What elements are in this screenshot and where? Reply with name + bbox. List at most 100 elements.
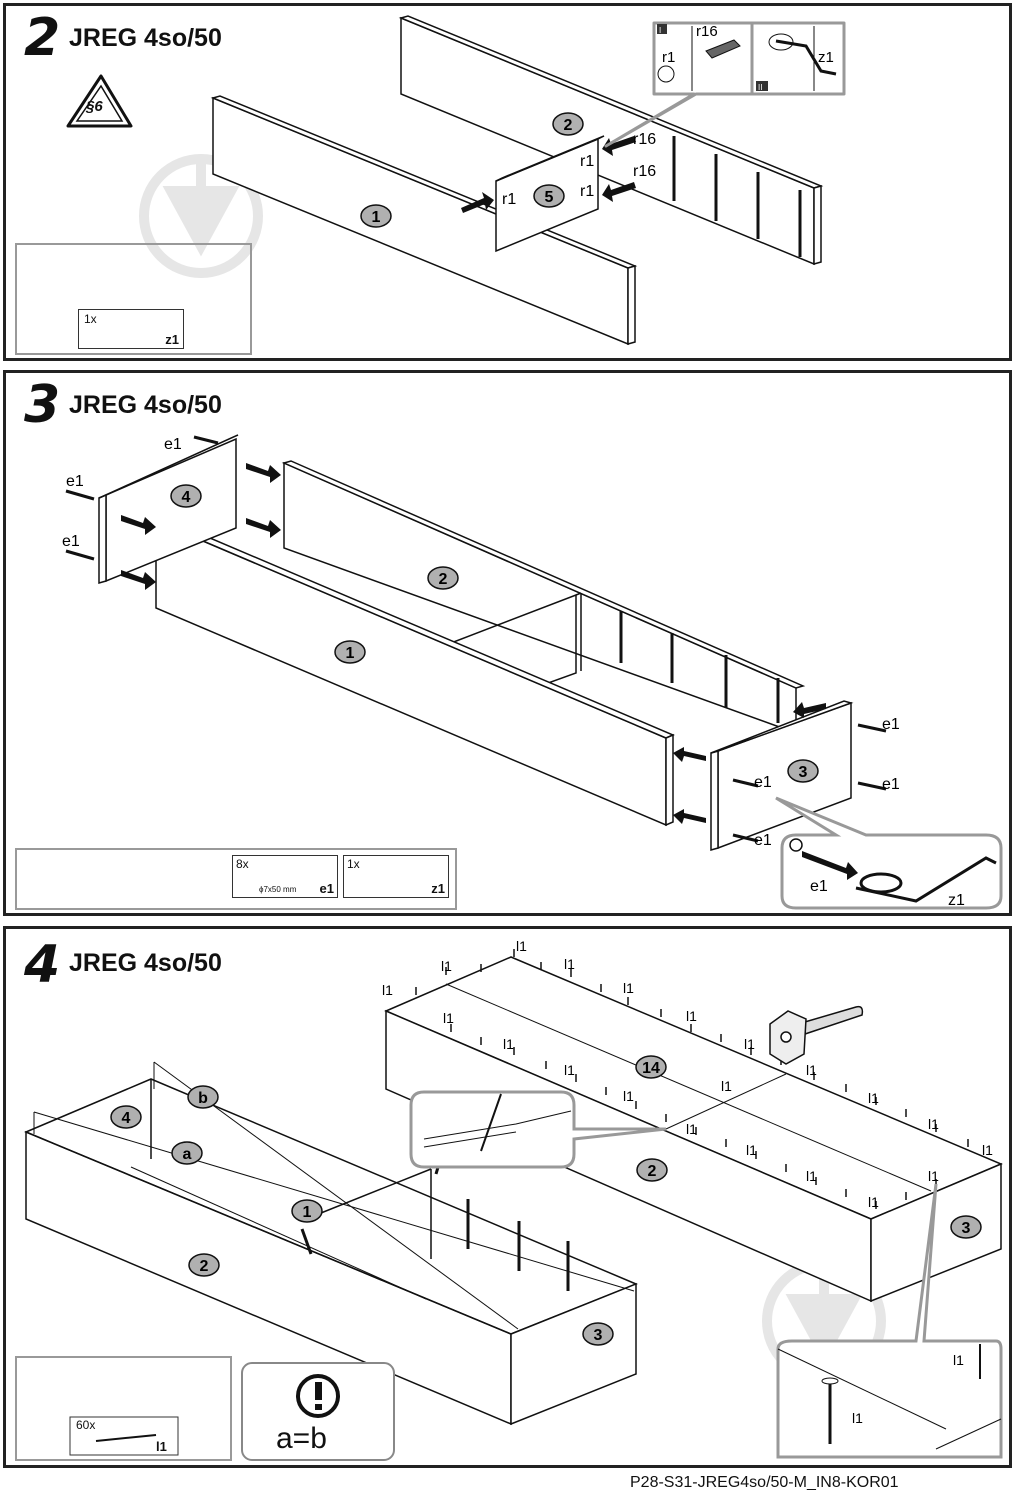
- nail-label-l1: l1: [623, 1088, 634, 1104]
- step-title: JREG 4so/50: [69, 391, 222, 419]
- panel-4-label: 4: [122, 1110, 131, 1127]
- parts-box-frame: [15, 848, 457, 910]
- panel-2-label: 2: [564, 117, 573, 134]
- panel-badges: [360, 112, 584, 228]
- fitting-label-r1: r1: [580, 153, 594, 170]
- nail-label-l1: l1: [868, 1194, 879, 1210]
- nail-label-l1: l1: [806, 1168, 817, 1184]
- nail-label-l1: l1: [564, 1062, 575, 1078]
- fitting-label-e1: e1: [754, 832, 772, 849]
- nail-label-l1: l1: [806, 1062, 817, 1078]
- part-card-allen-key: 1x z1: [78, 309, 184, 349]
- nail-label-l1: l1: [746, 1142, 757, 1158]
- inset-label-z1: z1: [818, 49, 834, 66]
- part-quantity: 60x: [76, 1418, 96, 1432]
- parts-box-frame: [15, 1356, 232, 1461]
- callout-label-e1: e1: [810, 878, 828, 895]
- panel-3-label: 3: [799, 764, 808, 781]
- nail-label-l1: l1: [928, 1168, 939, 1184]
- panel-2-label: 2: [648, 1163, 657, 1180]
- insert-arrows: [121, 463, 826, 824]
- step-3-panel: 4 2 1 3 e1 e1 e1 e1 e1 e1 e1 e1 z1: [3, 370, 1012, 916]
- nail-label-l1: l1: [868, 1090, 879, 1106]
- panel-3-label: 3: [594, 1327, 603, 1344]
- panel-2-label: 2: [439, 571, 448, 588]
- callout-label-z1: z1: [948, 892, 965, 909]
- panel-4-board: [98, 434, 239, 584]
- document-footer-code: P28-S31-JREG4so/50-M_IN8-KOR01: [630, 1474, 899, 1491]
- fitting-label-e1: e1: [66, 473, 84, 490]
- fitting-label-e1: e1: [882, 776, 900, 793]
- nail-label-l1: l1: [686, 1121, 697, 1137]
- nail-label-l1: l1: [852, 1410, 863, 1426]
- step-4-panel: 4 b a 1 2 3 14 2 3 l1 l1 l1 l1 l1 l1 l1 …: [3, 926, 1012, 1468]
- step-number: 4: [24, 935, 61, 995]
- inset-label-r1: r1: [662, 49, 675, 66]
- panel-badges: [110, 1055, 982, 1346]
- inset-label-r16: r16: [696, 23, 718, 40]
- detail-callout: [775, 796, 1003, 910]
- inset-mark-i: I: [659, 26, 661, 35]
- fitting-label-e1: e1: [882, 716, 900, 733]
- panel-badges: [170, 484, 819, 783]
- nail-label-l1: l1: [744, 1036, 755, 1052]
- parts-box-frame: [15, 243, 252, 355]
- nail-label-l1: l1: [441, 958, 452, 974]
- fitting-label-e1: e1: [62, 533, 80, 550]
- step-number: 3: [24, 375, 61, 435]
- fitting-label-r16: r16: [633, 163, 656, 180]
- fitting-label-r16: r16: [633, 131, 656, 148]
- panel-14-label: 14: [642, 1060, 660, 1077]
- nail-marks: [415, 949, 969, 1209]
- inset-mark-ii: II: [758, 83, 762, 92]
- step-number: 2: [24, 8, 61, 68]
- detail-inset: I II r16 r1 z1: [604, 21, 846, 148]
- part-card-allen-key: 1x z1: [343, 855, 449, 898]
- note-warning-icon: [241, 1362, 395, 1461]
- detail-callout: [409, 1090, 667, 1169]
- hammer-icon: [769, 1005, 864, 1065]
- nail-label-l1: l1: [686, 1008, 697, 1024]
- part-quantity: 8x: [236, 857, 249, 871]
- panel-1-board: [154, 517, 675, 827]
- step-2-panel: 1 2 5 r1 r1 r1 r16 r16 I II r16 r1 z1: [3, 3, 1012, 361]
- part-quantity: 1x: [84, 312, 97, 326]
- panel-3-label: 3: [962, 1220, 971, 1237]
- nail-label-l1: l1: [982, 1142, 993, 1158]
- nail-label-l1: l1: [953, 1352, 964, 1368]
- nail-label-l1: l1: [928, 1116, 939, 1132]
- part-card-screw: 8x ϕ7x50 mm e1: [232, 855, 338, 898]
- fitting-label-r1: r1: [580, 183, 594, 200]
- part-code: l1: [156, 1439, 167, 1454]
- panel-4-label: 4: [182, 489, 191, 506]
- nail-label-l1: l1: [503, 1036, 514, 1052]
- panel-2-label: 2: [200, 1258, 209, 1275]
- panel-2-board: [281, 460, 806, 735]
- fitting-label-e1: e1: [754, 774, 772, 791]
- watermark-download-icon: [139, 154, 263, 278]
- panel-1-label: 1: [372, 209, 381, 226]
- step-title: JREG 4so/50: [69, 949, 222, 977]
- panel-1-label: 1: [346, 645, 355, 662]
- step-3-illustration: 4 2 1 3 e1 e1 e1 e1 e1 e1 e1 e1 z1: [15, 434, 1003, 910]
- nail-label-l1: l1: [443, 1010, 454, 1026]
- nail-label-l1: l1: [564, 956, 575, 972]
- nail-detail-inset: [776, 1183, 1003, 1459]
- note-a-equals-b: a=b: [276, 1422, 327, 1455]
- diagonal-measure-lines: [33, 1061, 635, 1330]
- part-code: e1: [319, 881, 334, 896]
- part-quantity: 1x: [347, 857, 360, 871]
- nail-icon: [95, 1434, 157, 1442]
- step-title: JREG 4so/50: [69, 24, 222, 52]
- nail-label-l1: l1: [516, 938, 527, 954]
- paragraph-sign: §6: [86, 98, 103, 115]
- nail-label-l1: l1: [721, 1078, 732, 1094]
- part-code: z1: [431, 881, 445, 896]
- open-cabinet: [24, 1078, 638, 1426]
- panel-3-board: [710, 700, 854, 851]
- diagonal-b-label: b: [198, 1090, 208, 1107]
- screw-icons: [65, 435, 887, 843]
- nail-label-l1: l1: [382, 982, 393, 998]
- part-card-nail: [69, 1416, 179, 1456]
- panel-1-label: 1: [303, 1204, 312, 1221]
